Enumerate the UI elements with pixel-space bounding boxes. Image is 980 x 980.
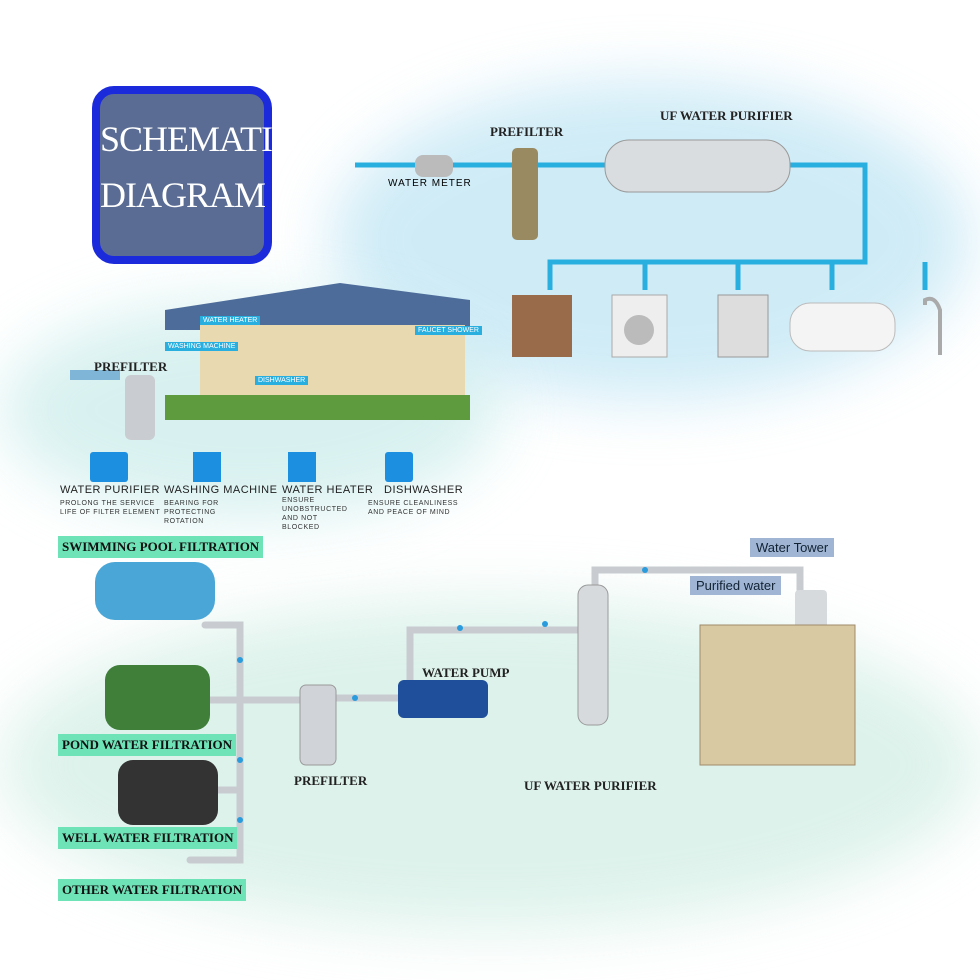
callout-washing-machine: WASHING MACHINE [165, 342, 239, 351]
swimming-pool-image [95, 562, 215, 620]
top-distribution-pipe [547, 162, 928, 290]
feature-desc: ENSURE UNOBSTRUCTED AND NOT BLOCKED [282, 497, 348, 531]
water-tower-icon [795, 590, 827, 630]
feature-title: WASHING MACHINE [164, 484, 278, 496]
water-pump-label: WATER PUMP [422, 665, 510, 680]
house-prefilter-icon [125, 375, 155, 440]
well-label: WELL WATER FILTRATION [58, 827, 238, 849]
feature-title: DISHWASHER [384, 484, 464, 496]
pond-image [105, 665, 210, 730]
dishwasher-feature-icon [385, 452, 413, 482]
top-prefilter-label: PREFILTER [490, 124, 564, 139]
villa-image [699, 624, 856, 766]
pond-label: POND WATER FILTRATION [58, 734, 236, 756]
water-tower-tag: Water Tower [750, 538, 835, 557]
feature-desc: BEARING FOR PROTECTING ROTATION [164, 500, 219, 525]
callout-dishwasher: DISHWASHER [255, 376, 309, 385]
purified-water-tag: Purified water [690, 576, 782, 595]
oven-icon [717, 294, 769, 358]
badge-line-1: SCHEMATIC [100, 119, 296, 159]
water-meter-label: WATER METER [388, 178, 472, 189]
feature-desc: PROLONG THE SERVICE LIFE OF FILTER ELEME… [60, 500, 161, 516]
top-uf-label: UF WATER PURIFIER [660, 108, 793, 123]
other-label: OTHER WATER FILTRATION [58, 879, 247, 901]
swimming-pool-label: SWIMMING POOL FILTRATION [58, 536, 264, 558]
water-purifier-feature-icon [90, 452, 128, 482]
prefilter-icon [512, 148, 538, 240]
water-heater-feature-icon [288, 452, 316, 482]
faucet-icon [923, 296, 942, 355]
feature-title: WATER PURIFIER [60, 484, 160, 496]
water-pump-icon [398, 680, 488, 718]
water-meter-icon [415, 155, 453, 177]
bottom-prefilter-icon [299, 684, 337, 766]
bottom-collector-pipe [186, 621, 244, 864]
water-heater-icon [789, 302, 896, 352]
uf-purifier-icon [604, 139, 791, 193]
washing-machine-feature-icon [193, 452, 221, 482]
well-image [118, 760, 218, 825]
bottom-uf-purifier-icon [577, 584, 609, 726]
schematic-diagram-badge: SCHEMATIC DIAGRAM [92, 86, 296, 264]
water-purifier-appliance-icon [512, 295, 572, 357]
house-prefilter-label: PREFILTER [94, 359, 168, 374]
bottom-uf-label: UF WATER PURIFIER [524, 778, 657, 793]
callout-faucet-shower: FAUCET SHOWER [415, 326, 482, 335]
badge-line-2: DIAGRAM [100, 175, 266, 215]
callout-water-heater: WATER HEATER [200, 316, 261, 325]
feature-dishwasher: DISHWASHER ENSURE CLEANLINESS AND PEACE O… [368, 484, 463, 517]
feature-desc: ENSURE CLEANLINESS AND PEACE OF MIND [368, 500, 459, 516]
feature-water-purifier: WATER PURIFIER PROLONG THE SERVICE LIFE O… [60, 484, 160, 517]
feature-title: WATER HEATER [282, 484, 374, 496]
feature-washing-machine: WASHING MACHINE BEARING FOR PROTECTING RO… [164, 484, 277, 526]
bottom-prefilter-label: PREFILTER [294, 773, 368, 788]
